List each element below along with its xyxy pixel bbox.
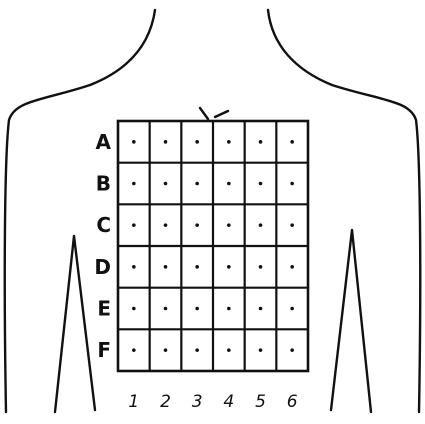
- grid-cell-dot: [195, 307, 199, 311]
- left-arm-line: [55, 236, 95, 412]
- grid-cell-dot: [290, 223, 294, 227]
- grid-cell-dot: [259, 140, 263, 144]
- grid-cell-dot: [259, 348, 263, 352]
- grid-lines: [118, 121, 308, 371]
- grid-cell-dot: [227, 223, 231, 227]
- grid-cell-dot: [164, 140, 168, 144]
- grid-cell-dot: [132, 140, 136, 144]
- grid-cell-dot: [227, 140, 231, 144]
- column-label: 1: [128, 392, 139, 412]
- grid-cell-dot: [132, 265, 136, 269]
- row-label: F: [97, 338, 111, 362]
- left-torso-outline: [5, 10, 155, 412]
- column-label: 6: [287, 392, 298, 412]
- grid-cell-dot: [290, 265, 294, 269]
- grid-cell-dot: [259, 223, 263, 227]
- grid-cell-dot: [195, 140, 199, 144]
- row-label: A: [96, 130, 112, 154]
- grid-cell-dot: [164, 182, 168, 186]
- grid-cell-dot: [195, 265, 199, 269]
- sternal-notch-mark: [200, 108, 228, 119]
- column-label: 2: [160, 392, 171, 412]
- column-label: 4: [223, 392, 234, 412]
- row-label: E: [97, 297, 111, 321]
- grid-cell-dot: [227, 182, 231, 186]
- right-torso-outline: [268, 10, 420, 412]
- grid-cell-dot: [227, 348, 231, 352]
- grid-cell-dot: [195, 348, 199, 352]
- row-label: C: [96, 213, 111, 237]
- column-label: 3: [192, 392, 203, 412]
- column-label: 5: [255, 392, 266, 412]
- grid-cell-dot: [132, 223, 136, 227]
- grid-cell-dot: [290, 307, 294, 311]
- grid-cell-dot: [132, 182, 136, 186]
- grid-cell-dot: [227, 265, 231, 269]
- row-label: B: [96, 172, 111, 196]
- grid-cell-dot: [259, 265, 263, 269]
- row-label: D: [94, 255, 111, 279]
- right-arm-line: [331, 230, 371, 412]
- grid-cell-dot: [290, 140, 294, 144]
- grid-cell-dot: [195, 182, 199, 186]
- grid-cell-dot: [290, 182, 294, 186]
- grid-cell-dot: [164, 265, 168, 269]
- grid-cell-dot: [164, 223, 168, 227]
- grid-cell-dot: [290, 348, 294, 352]
- grid-cell-dot: [259, 307, 263, 311]
- grid-cell-dot: [132, 307, 136, 311]
- grid-cell-dot: [259, 182, 263, 186]
- grid-cell-dot: [164, 307, 168, 311]
- grid-cell-dot: [132, 348, 136, 352]
- grid-cell-dot: [164, 348, 168, 352]
- grid-cell-dot: [227, 307, 231, 311]
- grid-cell-dot: [195, 223, 199, 227]
